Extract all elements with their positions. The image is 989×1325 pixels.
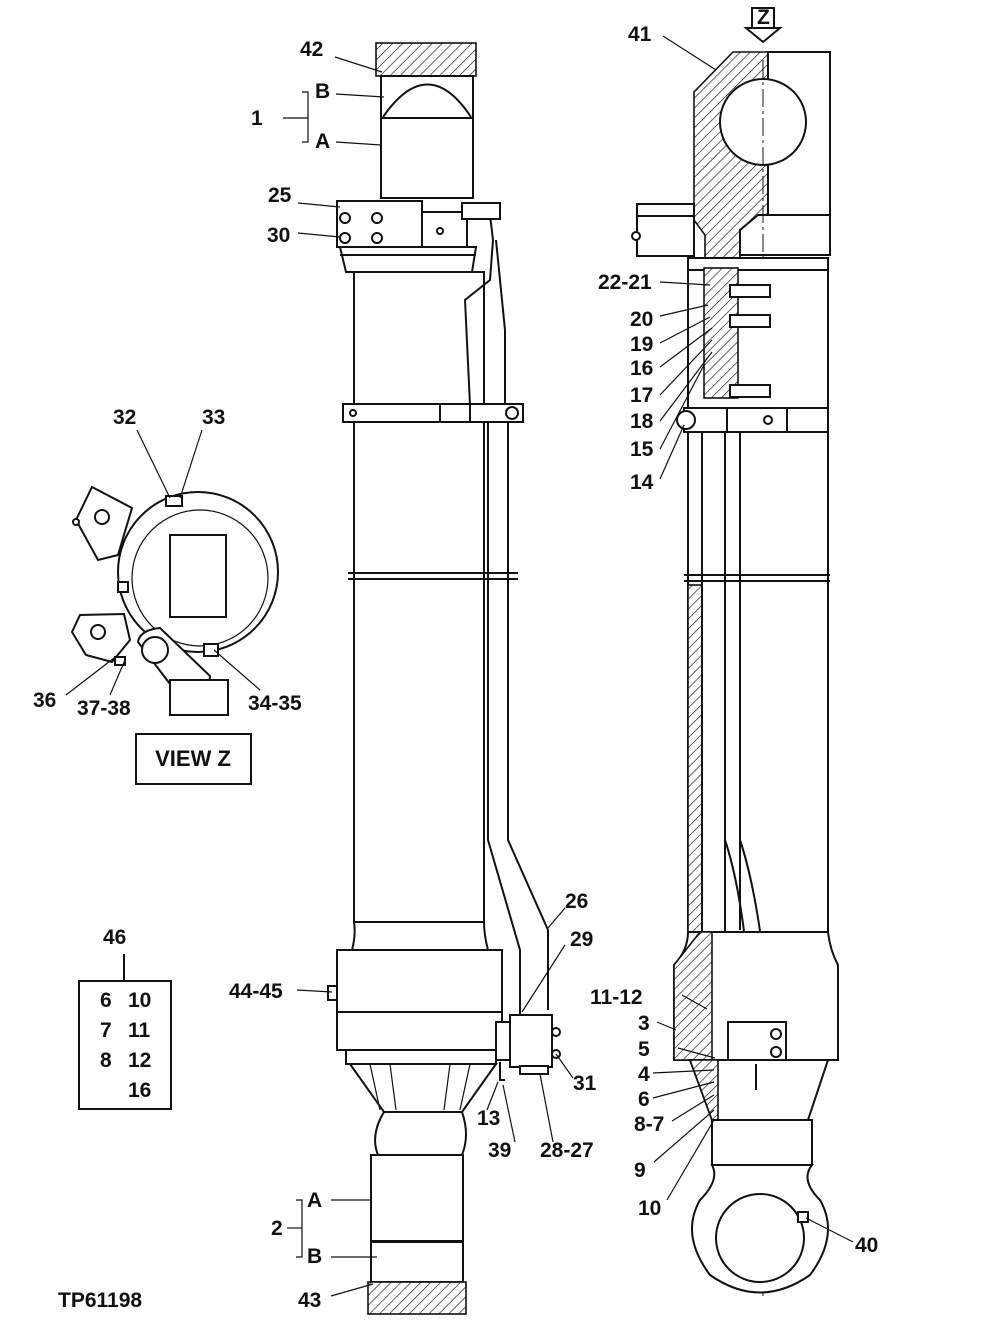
callout-6: 6 [638, 1088, 650, 1111]
view-z-label-box [135, 733, 252, 785]
callout-13: 13 [477, 1107, 500, 1130]
callout-36: 36 [33, 689, 56, 712]
callout-1-b: B [315, 80, 330, 103]
callout-9: 9 [634, 1159, 646, 1182]
legend-cell: 10 [128, 989, 151, 1012]
callout-37-38: 37-38 [77, 697, 131, 720]
kit-legend-box: 46 6 10 7 11 8 12 16 [78, 926, 172, 1110]
cylinder-external-view [327, 42, 561, 1315]
callout-labels: 42 B 1 A 25 30 32 33 36 37-38 34-35 44-4… [33, 6, 878, 1312]
callout-14: 14 [630, 471, 654, 494]
callout-32: 32 [113, 406, 136, 429]
callout-8-7: 8-7 [634, 1113, 664, 1136]
cylinder-section-view [631, 7, 839, 1300]
view-z-detail: VIEW Z [70, 485, 279, 785]
callout-5: 5 [638, 1038, 650, 1061]
callout-2-b: B [307, 1245, 322, 1268]
callout-41: 41 [628, 23, 652, 46]
callout-19: 19 [630, 333, 653, 356]
legend-cell: 6 [100, 989, 112, 1012]
callout-16: 16 [630, 357, 653, 380]
callout-4: 4 [638, 1063, 650, 1086]
legend-cell: 11 [128, 1019, 151, 1042]
view-z-arrow-icon [743, 7, 783, 44]
callout-1: 1 [251, 107, 263, 130]
callout-17: 17 [630, 384, 653, 407]
callout-10: 10 [638, 1197, 661, 1220]
callout-40: 40 [855, 1234, 878, 1257]
callout-3: 3 [638, 1012, 650, 1035]
callout-30: 30 [267, 224, 290, 247]
callout-18: 18 [630, 410, 654, 433]
legend-cell: 8 [100, 1049, 112, 1072]
callout-1-a: A [315, 130, 330, 153]
callout-31: 31 [573, 1072, 597, 1095]
callout-2-a: A [307, 1189, 322, 1212]
callout-28-27: 28-27 [540, 1139, 594, 1162]
callout-39: 39 [488, 1139, 511, 1162]
callout-43: 43 [298, 1289, 321, 1312]
callout-25: 25 [268, 184, 292, 207]
view-z-label: VIEW Z [155, 746, 231, 771]
leader-lines [65, 35, 854, 1297]
legend-cell: 12 [128, 1049, 151, 1072]
callout-34-35: 34-35 [248, 692, 302, 715]
callout-46: 46 [103, 926, 126, 949]
drawing-reference-code: TP61198 [58, 1289, 142, 1312]
legend-cell: 16 [128, 1079, 151, 1102]
callout-11-12: 11-12 [590, 986, 643, 1009]
callout-20: 20 [630, 308, 653, 331]
callout-2: 2 [271, 1217, 283, 1240]
view-arrow-letter: Z [757, 6, 770, 29]
legend-cell: 7 [100, 1019, 112, 1042]
callout-42: 42 [300, 38, 323, 61]
callout-26: 26 [565, 890, 588, 913]
callout-44-45: 44-45 [229, 980, 283, 1003]
callout-15: 15 [630, 438, 654, 461]
callout-33: 33 [202, 406, 225, 429]
callout-22-21: 22-21 [598, 271, 652, 294]
callout-29: 29 [570, 928, 593, 951]
